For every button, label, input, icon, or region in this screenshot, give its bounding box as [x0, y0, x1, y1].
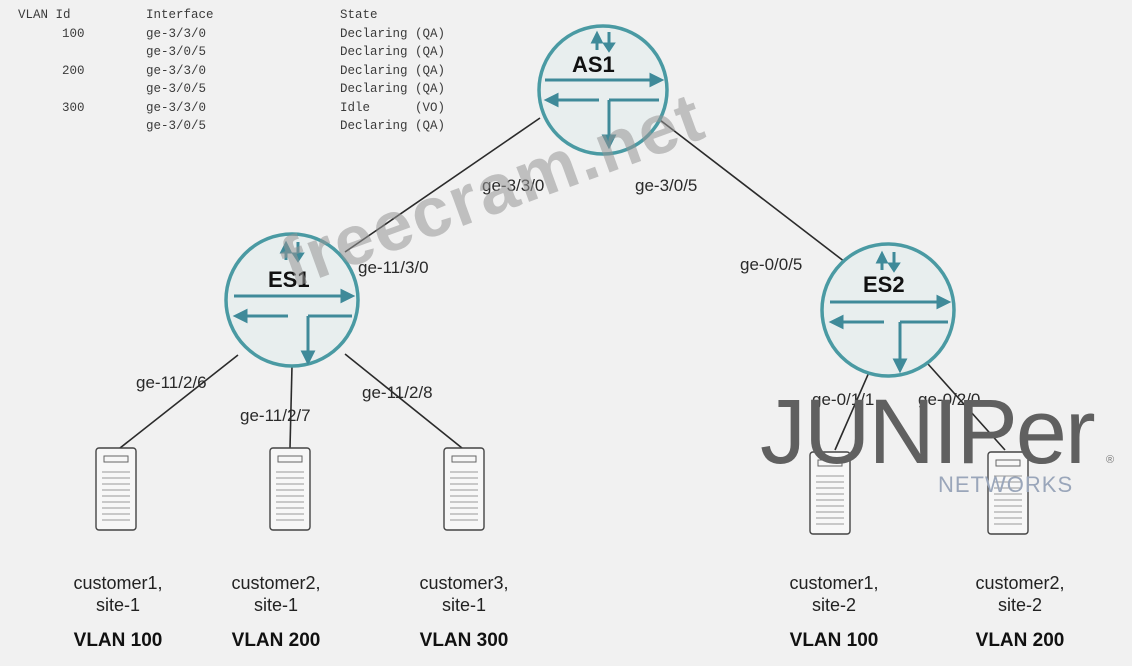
- cell-vlan: 200: [62, 63, 85, 78]
- cell-state: Declaring (QA): [340, 82, 446, 96]
- interface-label: ge-0/1/1: [812, 390, 875, 409]
- customer-vlan: VLAN 300: [419, 630, 509, 651]
- customer-label: customer2, site-1: [231, 573, 321, 615]
- customer-label: customer3, site-1: [419, 573, 509, 615]
- interface-label: ge-11/2/8: [362, 383, 433, 402]
- device-name-as1: AS1: [572, 52, 615, 77]
- customer-label: customer1, site-1: [73, 573, 163, 615]
- device-name-es1: ES1: [268, 267, 310, 292]
- cell-interface: ge-3/3/0: [146, 100, 207, 115]
- link-es1-c3: [344, 353, 463, 449]
- cell-interface: ge-3/3/0: [146, 63, 207, 78]
- cell-vlan: 300: [62, 100, 85, 115]
- customer-label: customer2, site-2: [975, 573, 1065, 615]
- col-header-state: State: [340, 8, 378, 22]
- link-es2-c1: [834, 369, 871, 451]
- server-icon: [443, 447, 485, 531]
- brand-logo-text: JUNIPer: [760, 381, 1096, 483]
- customer-vlan: VLAN 100: [73, 630, 163, 651]
- cell-vlan: 100: [62, 26, 85, 41]
- link-es1-c1: [119, 354, 239, 449]
- cell-interface: ge-3/0/5: [146, 45, 207, 59]
- link-es1-c2: [289, 365, 293, 449]
- cell-state: Declaring (QA): [340, 63, 446, 78]
- customer-vlan: VLAN 100: [789, 630, 879, 651]
- registered-mark: ®: [1106, 454, 1115, 466]
- interface-label: ge-3/3/0: [482, 176, 545, 195]
- interface-label: ge-11/3/0: [358, 258, 429, 277]
- cell-state: Idle (VO): [340, 100, 446, 115]
- col-header-vlan: VLAN Id: [18, 8, 71, 22]
- links: [119, 117, 1006, 451]
- link-as1-es2: [659, 119, 846, 263]
- device-name-es2: ES2: [863, 272, 905, 297]
- cell-state: Declaring (QA): [340, 26, 446, 41]
- server-icon: [95, 447, 137, 531]
- router-es1: [224, 232, 360, 368]
- customer-label: customer1, site-2: [789, 573, 879, 615]
- cell-interface: ge-3/0/5: [146, 82, 207, 96]
- cell-state: Declaring (QA): [340, 45, 446, 59]
- server-icon: [809, 451, 851, 535]
- cell-interface: ge-3/3/0: [146, 26, 207, 41]
- customer-vlan: VLAN 200: [975, 630, 1065, 651]
- server-icon: [269, 447, 311, 531]
- link-as1-es1: [344, 117, 541, 253]
- cell-interface: ge-3/0/5: [146, 119, 207, 133]
- interface-label: ge-3/0/5: [635, 176, 698, 195]
- server-icon: [987, 451, 1029, 535]
- interface-label: ge-0/0/5: [740, 255, 803, 274]
- interface-label: ge-11/2/7: [240, 406, 311, 425]
- interface-label: ge-0/2/0: [918, 390, 981, 409]
- servers: [95, 447, 1029, 535]
- customer-vlan: VLAN 200: [231, 630, 321, 651]
- router-as1: [537, 24, 669, 156]
- col-header-interface: Interface: [146, 8, 214, 22]
- cell-state: Declaring (QA): [340, 119, 446, 133]
- link-es2-c2: [927, 363, 1006, 451]
- interface-label: ge-11/2/6: [136, 373, 207, 392]
- router-es2: [820, 242, 956, 378]
- brand-logo-subtext: NETWORKS: [938, 472, 1074, 497]
